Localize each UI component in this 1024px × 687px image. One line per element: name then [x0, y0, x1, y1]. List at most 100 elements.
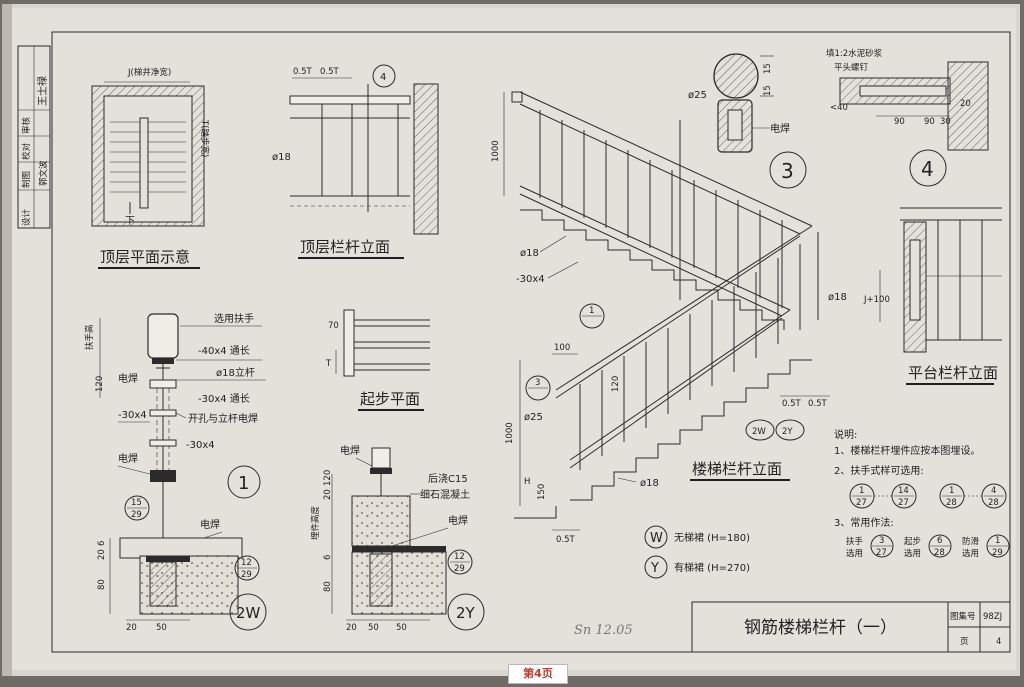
sr-h1000-b: 1000: [505, 422, 515, 444]
detail-2y-section: 电焊 后浇C15 细石混凝土 电焊 12 29 20 120 埋件高度 6 80…: [310, 444, 485, 633]
atlas-label: 图集号: [950, 611, 976, 622]
practice-c-top: 防滑: [962, 536, 980, 547]
stair-railing-elevation: 1000 ø18 -30x4 ø18 1 100 120 3 ø25 1000 …: [491, 91, 847, 545]
d3-15a: 15: [763, 63, 773, 74]
top-plan-view: J(梯井净宽) 下 T(踏步宽) 顶层平面示意: [91, 67, 210, 269]
detail-3-tube: 15 15 ø25 电焊 3: [688, 53, 807, 189]
note-1: 1、楼梯栏杆埋件应按本图埋设。: [834, 444, 980, 457]
practice-c-num: 1: [995, 536, 1000, 546]
top-railing-elevation: 0.5T 0.5T 4 ø18 顶层栏杆立面: [272, 64, 439, 259]
practice-b-num: 6: [937, 536, 942, 546]
practice-a-bot: 选用: [846, 548, 863, 559]
practice-b-top: 起步: [904, 537, 921, 547]
legend-y-text: 有梯裙 (H=270): [674, 561, 750, 574]
d1-ref-num: 15: [131, 498, 142, 508]
d3-15b: 15: [763, 85, 773, 96]
sr-t05-a: 0.5T: [782, 399, 802, 409]
stamp-cell-3: 校对: [21, 142, 32, 160]
d1-ref2-num: 12: [241, 558, 252, 568]
sr-bar-a: ø18: [520, 248, 539, 259]
handrail-refs: 1 27 14 27 1 28 4 28: [849, 483, 1007, 509]
page-label: 页: [960, 637, 969, 647]
ref2-den: 27: [898, 498, 909, 508]
d1-flat-low: -30x4: [186, 440, 215, 451]
pr-dim: J+100: [863, 295, 890, 305]
d1-weld-a: 电焊: [118, 372, 138, 385]
d1-weld-c: 电焊: [200, 518, 220, 531]
sr-bar-b: ø18: [828, 292, 847, 303]
ref1-den: 27: [856, 498, 867, 508]
d3-weld: 电焊: [770, 122, 790, 135]
start-plan-caption: 起步平面: [360, 390, 420, 408]
approval-stamp: 设计 制图 校对 审核 王士禄 郭文波: [17, 45, 51, 229]
sr-h1000-a: 1000: [491, 140, 501, 162]
sr-h: H: [524, 477, 530, 487]
ref3-den: 28: [946, 498, 957, 508]
d1-flat-mid: -30x4 通长: [198, 393, 250, 405]
notes-title: 说明:: [834, 428, 857, 441]
d4-bolt: 平头螺钉: [834, 62, 869, 73]
well-width-label: J(梯井净宽): [127, 67, 171, 78]
ref4-den: 28: [988, 498, 999, 508]
sr-ref-2y: 2Y: [782, 427, 793, 437]
stamp-signature-1: 王士禄: [36, 76, 49, 106]
d1-weld-b: 电焊: [118, 452, 138, 465]
stamp-cell-4: 审核: [21, 116, 32, 134]
d4-d90b: 90: [924, 117, 935, 127]
d4-mortar: 填1:2水泥砂浆: [826, 48, 883, 59]
d4-d90a: 90: [894, 117, 905, 127]
sr-ref-2w: 2W: [752, 427, 766, 437]
d4-d40: <40: [830, 103, 848, 113]
d1-h120: 120: [95, 376, 105, 392]
title-block: 钢筋楼梯栏杆（一） 图集号 98ZJ 页 4: [691, 601, 1011, 653]
stamp-cell-1: 设计: [21, 208, 32, 226]
d1-callout: 1: [238, 473, 249, 494]
sr-callout-3: 3: [535, 378, 540, 388]
d4-d20: 20: [960, 99, 971, 109]
ref1-num: 1: [859, 486, 864, 496]
handrail-height-label: 扶手高: [84, 324, 95, 350]
top-plan-caption: 顶层平面示意: [100, 248, 190, 266]
dim-05t-b: 0.5T: [320, 67, 340, 77]
drawing-frame: [51, 31, 1011, 653]
practice-a-num: 3: [879, 536, 884, 546]
d2-h120: 120: [323, 470, 333, 486]
stamp-cell-2: 制图: [21, 171, 32, 188]
platform-railing-elevation: J+100 平台栏杆立面: [863, 207, 1002, 385]
sr-h150: 150: [537, 484, 547, 500]
d2-embed: 埋件高度: [310, 505, 321, 540]
d2-weld-b: 电焊: [448, 514, 468, 527]
d1-flat-left: -30x4: [118, 410, 147, 421]
d1-w20: 20: [126, 623, 137, 633]
d1-h6: 6: [97, 541, 107, 546]
legend: W 无梯裙 (H=180) Y 有梯裙 (H=270): [644, 525, 750, 579]
practice-b-den: 28: [934, 548, 945, 558]
d1-flat-top: -40x4 通长: [198, 345, 250, 357]
sr-flat: -30x4: [516, 274, 545, 285]
page-number: 4: [996, 637, 1001, 647]
detail-4-anchor: 填1:2水泥砂浆 平头螺钉 <40 90 90 30 20 4: [826, 48, 989, 187]
sr-callout-1: 1: [589, 306, 594, 316]
d1-ref2-den: 29: [241, 570, 252, 580]
stair-railing-caption: 楼梯栏杆立面: [692, 460, 782, 478]
note-2: 2、扶手式样可选用:: [834, 464, 924, 477]
ref4-num: 4: [991, 486, 996, 496]
d1-label-2w: 2W: [236, 604, 261, 622]
practice-a-den: 27: [876, 548, 887, 558]
ref3-num: 1: [949, 486, 954, 496]
d2-h20: 20: [323, 489, 333, 500]
atlas-number: 98ZJ: [983, 612, 1002, 622]
d1-hole: 开孔与立杆电焊: [188, 412, 258, 425]
sr-t05-b: 0.5T: [808, 399, 828, 409]
d4-d30: 30: [940, 117, 951, 127]
sr-dim-120: 120: [611, 376, 621, 392]
page-tag: 第4页: [508, 664, 568, 684]
handwritten-note: Sn 12.05: [574, 623, 633, 638]
note-3: 3、常用作法:: [834, 516, 894, 529]
sr-tube: ø25: [524, 412, 543, 423]
d2-w20: 20: [346, 623, 357, 633]
start-plan-t: T: [325, 359, 332, 369]
start-step-plan: 70 T 起步平面: [325, 309, 430, 411]
notes: 说明: 1、楼梯栏杆埋件应按本图埋设。 2、扶手式样可选用: 1 27 1 4 2…: [834, 428, 1010, 559]
